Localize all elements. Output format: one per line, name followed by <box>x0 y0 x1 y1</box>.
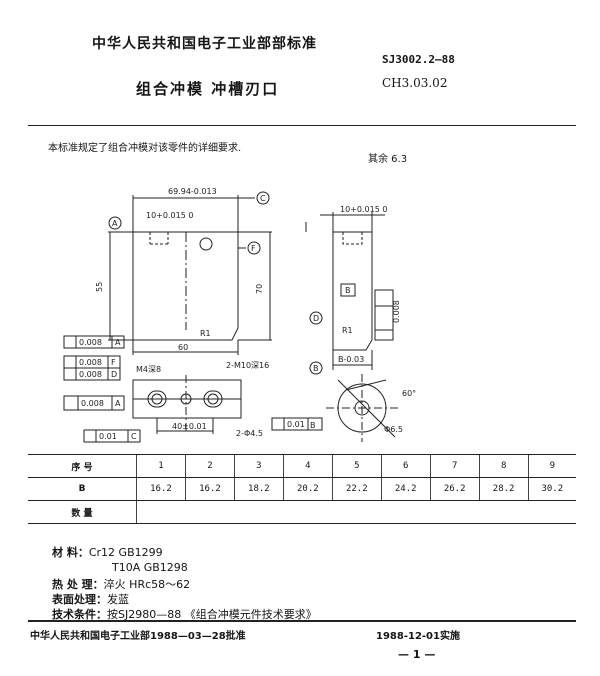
diameter-label: Φ6.5 <box>384 425 403 434</box>
radius-label: R1 <box>200 329 211 338</box>
table-cell: 7 <box>429 454 480 478</box>
surface-treatment-line: 表面处理：发蓝 <box>52 591 129 607</box>
table-cell: 20.2 <box>282 477 333 501</box>
dim-60-label: 60 <box>178 343 188 352</box>
dim-55-label: 55 <box>95 282 104 292</box>
datum-c-label: C <box>260 194 266 203</box>
heat-treatment-key: 热 处 理： <box>52 578 104 591</box>
material-line: 材 料：Cr12 GB1299 <box>52 544 163 560</box>
detail-view <box>326 374 398 442</box>
material-key: 材 料： <box>52 546 89 559</box>
spec-table: 序 号 1 2 3 4 5 6 7 8 9 B 16.2 16.2 18.2 2… <box>28 454 576 524</box>
bottom-view <box>132 375 242 434</box>
table-row-number: 序 号 1 2 3 4 5 6 7 8 9 <box>28 454 576 478</box>
table-cell: 2 <box>184 454 235 478</box>
table-cell: 18.2 <box>233 477 284 501</box>
flatness-1-value: 0.008 <box>79 338 102 347</box>
dim-b-label: B-0.03 <box>338 355 364 364</box>
flatness-2-datum: F <box>111 358 116 367</box>
material-line-2: T10A GB1298 <box>112 561 188 574</box>
table-cell: 6 <box>380 454 431 478</box>
flatness-1-datum: A <box>115 338 121 347</box>
row-label-number: 序 号 <box>28 454 137 478</box>
tech-conditions-key: 技术条件： <box>52 608 107 621</box>
table-cell: 16.2 <box>136 477 186 501</box>
table-cell: 22.2 <box>331 477 382 501</box>
tolerance-frames <box>63 335 323 443</box>
dim-phi-label: 2-Φ4.5 <box>236 429 263 438</box>
dim-70-label: 70 <box>255 284 264 294</box>
front-view <box>108 191 272 355</box>
hole-m4-label: M4深8 <box>136 365 161 374</box>
footer-rule <box>28 620 576 622</box>
tech-conditions-line: 技术条件：按SJ2980—88 《组合冲模元件技术要求》 <box>52 606 317 622</box>
dim-length-label: 69.94-0.013 <box>168 187 217 196</box>
surface-treatment-value: 发蓝 <box>107 593 129 606</box>
effective-date: 1988-12-01实施 <box>376 631 460 642</box>
table-cell: 30.2 <box>527 477 576 501</box>
standard-code: SJ3002.2—88 <box>382 53 455 66</box>
table-cell: 1 <box>136 454 186 478</box>
parallel-datum: D <box>111 370 117 379</box>
side-slot-label: 10+0.015 0 <box>340 205 387 214</box>
hole-m10-label: 2-M10深16 <box>226 361 269 370</box>
angle-label: 60° <box>402 389 416 398</box>
sym-2-value: 0.01 <box>287 420 305 429</box>
surface-treatment-key: 表面处理： <box>52 593 107 606</box>
header-rule <box>28 125 576 126</box>
side-tol-label: 0.008 <box>392 300 401 323</box>
document-title: 组合冲模 冲槽刃口 <box>136 80 280 98</box>
table-cell: 28.2 <box>478 477 529 501</box>
table-row-quantity: 数 量 <box>28 500 576 524</box>
perp-datum: A <box>115 399 121 408</box>
table-cell: 16.2 <box>184 477 235 501</box>
side-radius-label: R1 <box>342 326 353 335</box>
table-cell: 9 <box>527 454 576 478</box>
sym-1-datum: C <box>131 432 137 441</box>
heat-treatment-value: 淬火 HRc58～62 <box>103 578 191 591</box>
dim-40-label: 40±0.01 <box>172 422 207 431</box>
side-view <box>305 212 394 375</box>
table-cell: 5 <box>331 454 382 478</box>
technical-drawing: 69.94-0.013 C A F 10+0.015 0 55 70 60 R1… <box>63 187 416 443</box>
tech-conditions-value: 按SJ2980—88 《组合冲模元件技术要求》 <box>107 608 317 621</box>
datum-a-label: A <box>112 219 118 228</box>
table-cell <box>136 500 576 524</box>
approval-note: 中华人民共和国电子工业部1988—03—28批准 <box>30 631 246 642</box>
part-code: CH3.03.02 <box>382 76 448 90</box>
perp-value: 0.008 <box>81 399 104 408</box>
material-value-2: T10A GB1298 <box>112 561 188 574</box>
box-b-label: B <box>345 286 351 295</box>
heat-treatment-line: 热 处 理：淬火 HRc58～62 <box>52 576 190 592</box>
row-label-quantity: 数 量 <box>28 500 137 524</box>
parallel-value: 0.008 <box>79 370 102 379</box>
table-cell: 4 <box>282 454 333 478</box>
org-standard-title: 中华人民共和国电子工业部部标准 <box>92 36 317 52</box>
table-row-b: B 16.2 16.2 18.2 20.2 22.2 24.2 26.2 28.… <box>28 477 576 501</box>
row-label-b: B <box>28 477 137 501</box>
sym-1-value: 0.01 <box>99 432 117 441</box>
table-cell: 26.2 <box>429 477 480 501</box>
table-cell: 24.2 <box>380 477 431 501</box>
scope-text: 本标准规定了组合冲模对该零件的详细要求. <box>48 143 242 154</box>
table-cell: 8 <box>478 454 529 478</box>
table-cell: 3 <box>233 454 284 478</box>
flatness-2-value: 0.008 <box>79 358 102 367</box>
roughness-note: 其余 6.3 <box>368 154 408 165</box>
datum-b-label: B <box>313 364 319 373</box>
datum-f-label: F <box>251 244 256 253</box>
box-b-ref-label: B <box>310 421 316 430</box>
material-value: Cr12 GB1299 <box>88 546 163 559</box>
datum-d-label: D <box>313 314 319 323</box>
page-number: — 1 — <box>398 648 436 661</box>
dim-slot-label: 10+0.015 0 <box>146 211 193 220</box>
